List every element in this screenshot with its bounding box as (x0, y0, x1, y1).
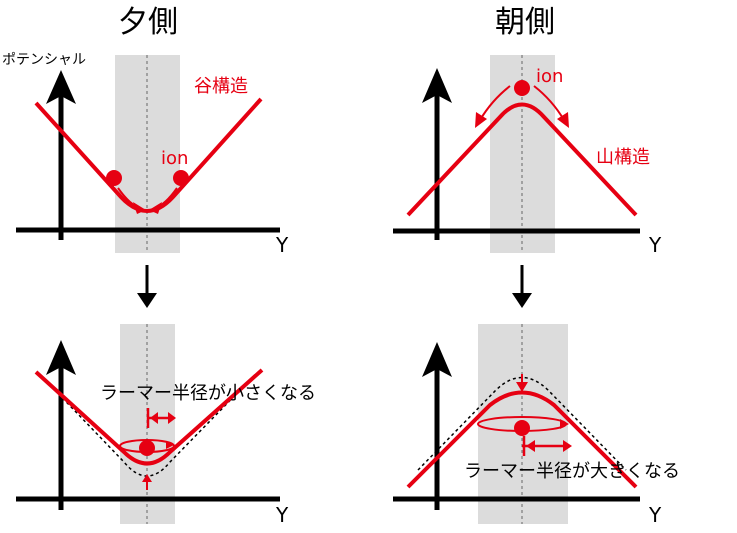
radius-arrow-right-head (563, 440, 572, 452)
valley-curve (34, 368, 264, 466)
potential-axis-arrowhead (46, 340, 76, 375)
ion-dot (514, 80, 530, 96)
smaller-radius-label: ラーマー半径が小さくなる (100, 383, 316, 404)
ion-dot (139, 440, 155, 456)
ion-right-arrowhead (149, 202, 162, 214)
y-axis-label: Y (275, 233, 289, 257)
radius-arrow-right-head (168, 412, 176, 424)
ion-left-arrowhead (133, 202, 146, 214)
potential-axis-arrowhead (422, 342, 452, 377)
ion-label-right-panel: ion (536, 66, 563, 87)
valley-label: 谷構造 (194, 76, 248, 97)
radius-arrow-left-head (150, 412, 158, 424)
ion-label-left-panel: ion (161, 148, 188, 169)
gyration-orbit-arrowhead (560, 419, 569, 429)
panel-top-left: ポテンシャル Y 谷構造 ion (2, 52, 289, 257)
potential-axis-arrowhead (46, 70, 76, 104)
mountain-curve (406, 390, 638, 489)
panel-bottom-left: Y ラーマー半径が小さくなる (16, 324, 316, 527)
valley-curve (34, 97, 263, 213)
radius-arrow-left-head (526, 440, 535, 452)
potential-axis-arrowhead (422, 68, 452, 103)
larger-radius-label: ラーマー半径が大きくなる (464, 461, 680, 482)
gyration-orbit-arrowhead (166, 441, 174, 449)
title-evening: 夕側 (118, 5, 178, 40)
y-axis-label: Y (648, 233, 662, 257)
potential-axis-label: ポテンシャル (2, 52, 86, 68)
down-arrow-right (512, 265, 532, 308)
shift-arrowhead (516, 382, 528, 392)
ion-right-dot (173, 170, 189, 186)
original-mountain-dashed (417, 376, 627, 471)
title-morning: 朝側 (495, 5, 555, 40)
panel-top-right: Y 山構造 ion (393, 55, 662, 257)
panel-bottom-right: Y ラーマー半径が大きくなる (393, 324, 680, 527)
y-axis-label: Y (275, 503, 289, 527)
mountain-label: 山構造 (596, 147, 650, 168)
mountain-curve (406, 102, 638, 217)
down-arrow-left (137, 265, 157, 308)
ion-left-dot (106, 170, 122, 186)
ion-left-arrowhead (475, 112, 487, 128)
y-axis-label: Y (648, 503, 662, 527)
ion-dot (514, 420, 530, 436)
ion-right-arrowhead (557, 112, 569, 128)
shift-arrowhead (142, 474, 152, 482)
